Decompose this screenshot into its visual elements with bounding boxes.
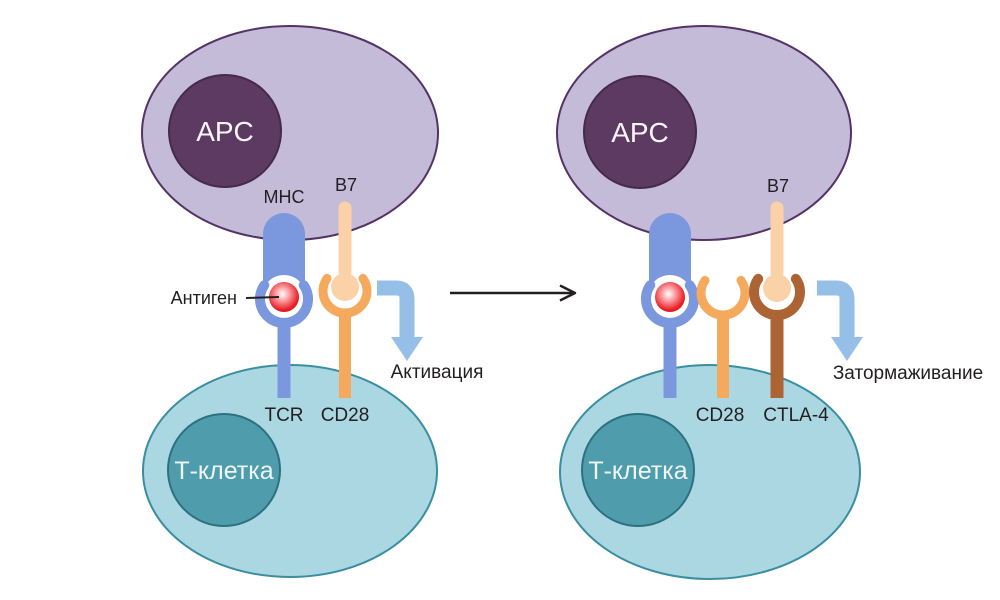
b7-label: B7 [335,175,357,195]
inhibition-signal-arrow [817,280,855,338]
tcr-label: TCR [264,405,303,426]
tcell-nucleus [167,413,281,527]
b7-ligand-head [763,274,791,302]
ctla4-label: CTLA-4 [763,405,829,426]
antigen [655,282,685,312]
antigen-label: Антиген [171,288,237,308]
cd28-label: CD28 [321,405,370,426]
activation-signal-arrow [377,280,415,338]
mhc-label: MHC [264,187,305,207]
antigen-pointer-line [245,296,280,299]
activation-outcome-label: Активация [391,362,484,383]
b7-ligand-head [331,273,359,301]
transition-arrowhead [559,284,577,302]
cd28-label: CD28 [696,405,745,426]
b7-label: B7 [767,176,789,196]
tcell-label: Т-клетка [588,457,687,485]
antigen [269,282,299,312]
transition-arrow [450,284,577,302]
inhibition-signal-arrowhead [831,337,863,361]
apc-nucleus [168,74,282,188]
apc-cell-label: APC [611,117,669,148]
cd28-receptor-cup [696,275,750,320]
activation-panel: APC Т-клетка MHC B7 TCR CD28 Антиген Акт… [141,25,484,578]
tcell-nucleus [581,413,695,527]
inhibition-outcome-label: Затормаживание [833,363,983,384]
apc-cell-label: APC [196,116,254,147]
apc-nucleus [583,75,697,189]
activation-signal-arrowhead [391,337,423,361]
inhibition-panel: APC Т-клетка B7 CD28 CTLA-4 Затормаживан… [556,25,983,580]
tcell-label: Т-клетка [174,457,273,485]
